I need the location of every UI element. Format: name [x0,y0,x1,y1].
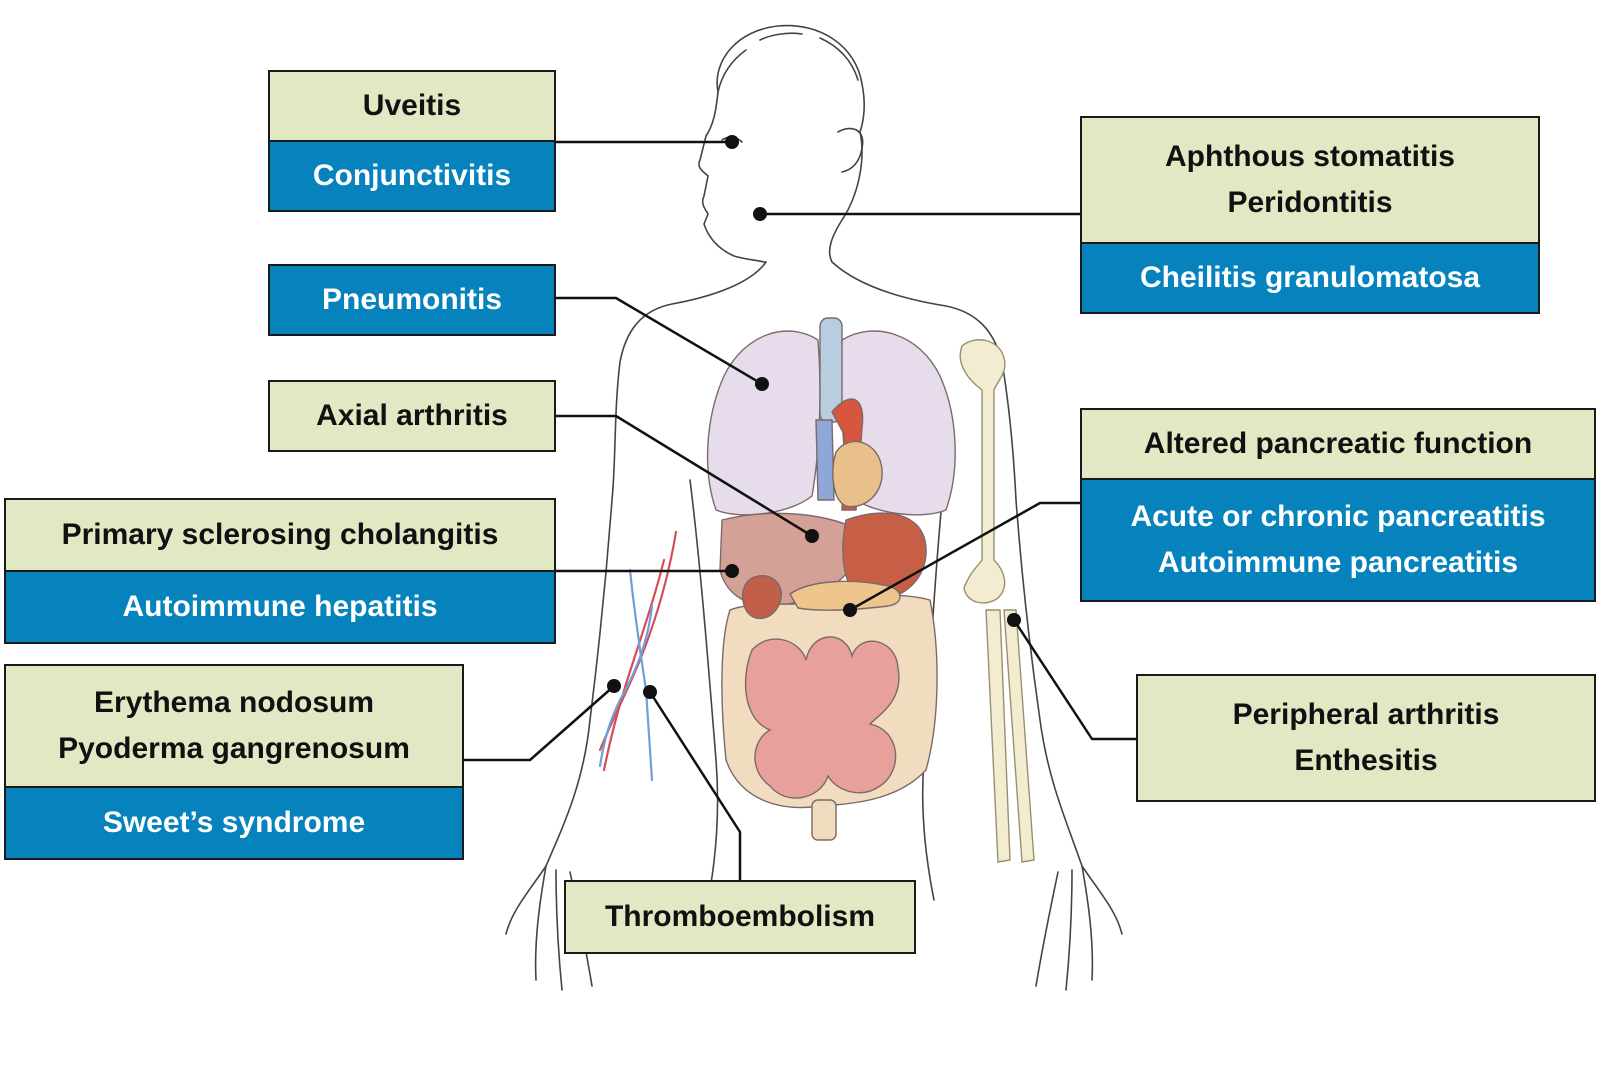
label-liver: Primary sclerosing cholangitis Autoimmun… [4,498,556,644]
label-skin: Erythema nodosum Pyoderma gangrenosum Sw… [4,664,464,860]
cheilitis-text: Cheilitis granulomatosa [1139,261,1481,294]
dot-skin [607,679,621,693]
skin-secondary: Sweet’s syndrome [6,786,462,858]
label-axial-arthritis: Axial arthritis [268,380,556,452]
skin-primary: Erythema nodosum Pyoderma gangrenosum [6,666,462,786]
arm-bones [959,339,1035,863]
thrombo-primary: Thromboembolism [566,882,914,952]
leader-joint [1012,619,1136,741]
body-outline [505,24,1123,991]
uveitis-primary: Uveitis [270,72,554,140]
pancreas-primary: Altered pancreatic function [1082,410,1594,478]
uveitis-secondary: Conjunctivitis [270,140,554,210]
axial-arthritis-text: Axial arthritis [316,399,508,432]
small-intestine [744,636,900,799]
dot-pancreas [843,603,857,617]
ulna [1003,609,1035,863]
dot-spine [805,529,819,543]
label-uveitis: Uveitis Conjunctivitis [268,70,556,212]
liver-secondary: Autoimmune hepatitis [6,570,554,642]
heart [832,440,883,508]
axial-primary: Axial arthritis [270,382,554,450]
vein-2 [598,604,654,768]
thromboembolism-text: Thromboembolism [604,900,875,933]
hair-outline [717,32,859,93]
arm-vessels [598,530,678,782]
pancreatitis-text: Acute or chronic pancreatitis [1130,500,1546,533]
leader-axial [556,414,813,538]
leader-pancreas [849,501,1080,612]
radius [985,609,1011,863]
humerus [959,339,1006,604]
dot-mouth [753,207,767,221]
autoimmune-pancreatitis-text: Autoimmune pancreatitis [1157,546,1519,579]
artery-2 [602,558,666,772]
leader-thrombo [648,691,742,880]
label-thromboembolism: Thromboembolism [564,880,916,954]
pancreas-secondary: Acute or chronic pancreatitis Autoimmune… [1082,478,1594,600]
leader-lines [464,140,1136,880]
enthesitis-text: Enthesitis [1294,744,1438,777]
dot-eye [725,135,739,149]
joint-primary: Peripheral arthritis Enthesitis [1138,676,1594,800]
label-pneumonitis: Pneumonitis [268,264,556,336]
psc-text: Primary sclerosing cholangitis [61,518,499,551]
head-outline [698,24,865,263]
dot-vessel [643,685,657,699]
pneumonitis-text: Pneumonitis [321,283,502,316]
label-mouth: Aphthous stomatitis Peridontitis Cheilit… [1080,116,1540,314]
organs [706,317,956,841]
dot-lung [755,377,769,391]
vena-cava [815,419,835,501]
conjunctivitis-text: Conjunctivitis [312,159,512,192]
kidney [741,575,782,620]
dot-liver [725,564,739,578]
pneumonitis-secondary: Pneumonitis [270,266,554,334]
liver-primary: Primary sclerosing cholangitis [6,500,554,570]
torso-outline [545,261,1083,867]
mouth-primary: Aphthous stomatitis Peridontitis [1082,118,1538,242]
leader-skin [464,685,615,762]
sweets-syndrome-text: Sweet’s syndrome [102,806,366,839]
label-pancreas: Altered pancreatic function Acute or chr… [1080,408,1596,602]
leader-pneumonitis [556,296,763,386]
dot-joint [1007,613,1021,627]
mouth-secondary: Cheilitis granulomatosa [1082,242,1538,312]
uveitis-text: Uveitis [362,89,462,122]
left-hand-outline [505,865,593,991]
pyoderma-text: Pyoderma gangrenosum [58,732,410,765]
peripheral-arthritis-text: Peripheral arthritis [1232,698,1500,731]
pancreas [789,580,901,611]
aphthous-stomatitis-text: Aphthous stomatitis [1165,140,1455,173]
leader-dots [607,135,1021,699]
right-hand-outline [1035,865,1123,991]
rectum [811,799,837,841]
right-lung [706,330,821,516]
label-peripheral-arthritis: Peripheral arthritis Enthesitis [1136,674,1596,802]
altered-pancreatic-function-text: Altered pancreatic function [1143,427,1533,460]
ear-outline [837,127,864,173]
autoimmune-hepatitis-text: Autoimmune hepatitis [122,590,438,623]
peridontitis-text: Peridontitis [1227,186,1393,219]
erythema-nodosum-text: Erythema nodosum [93,686,375,719]
